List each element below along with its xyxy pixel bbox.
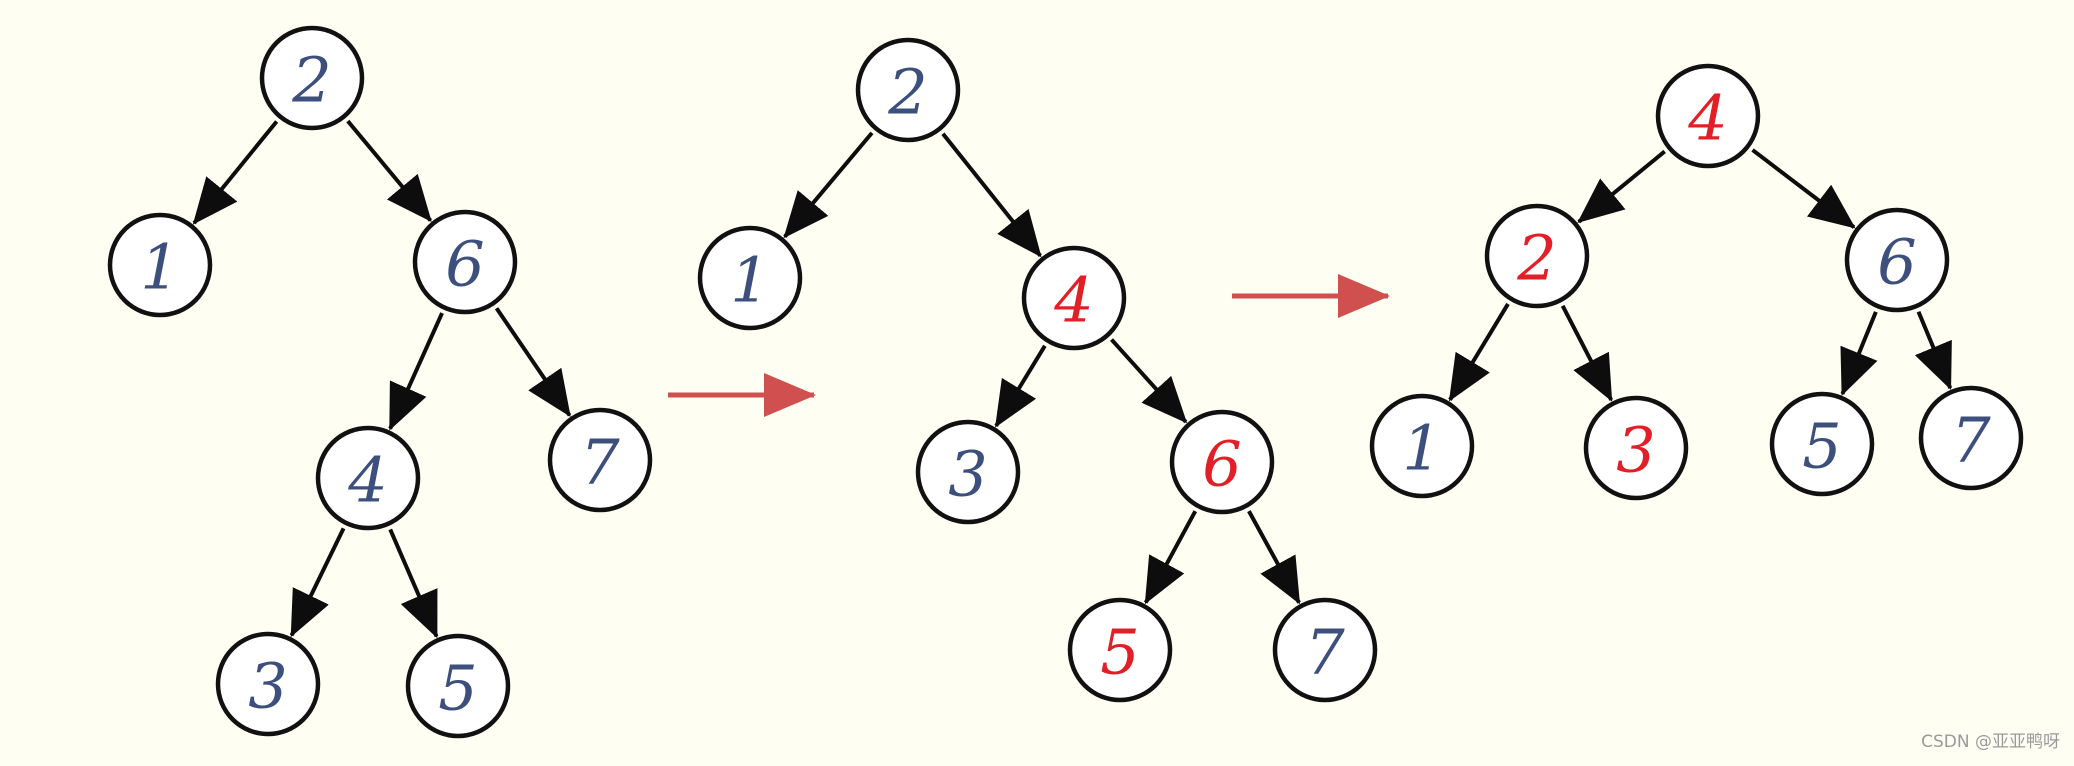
tree-2-edge-b4-b3 bbox=[994, 344, 1047, 428]
node-circle bbox=[412, 209, 518, 315]
tree-2-edge-b2-b1 bbox=[783, 131, 874, 239]
node-circle bbox=[1844, 207, 1950, 313]
node-label: 2 bbox=[1516, 222, 1556, 295]
tree-3-edge-c4-c2 bbox=[1577, 149, 1666, 224]
tree-3-edge-c6-c5 bbox=[1840, 311, 1878, 396]
tree-3-node-6: 6 bbox=[1844, 207, 1950, 313]
tree-1-node-4: 4 bbox=[315, 425, 421, 531]
tree-1-edge-a2-a1 bbox=[192, 120, 279, 225]
tree-3-node-1: 1 bbox=[1369, 393, 1475, 499]
tree-2-node-3: 3 bbox=[915, 419, 1021, 525]
tree-3-node-7: 7 bbox=[1918, 385, 2024, 491]
tree-3-node-2: 2 bbox=[1484, 203, 1590, 309]
tree-3-edge-c2-c3 bbox=[1560, 304, 1614, 402]
node-label: 3 bbox=[1616, 414, 1655, 487]
tree-1-edge-a6-a7 bbox=[494, 307, 572, 418]
tree-3-node-4: 4 bbox=[1655, 63, 1761, 169]
node-circle bbox=[107, 212, 213, 318]
tree-3-node-5: 5 bbox=[1769, 391, 1875, 497]
tree-2-edge-b2-b4 bbox=[941, 132, 1042, 258]
node-circle bbox=[1484, 203, 1590, 309]
node-circle bbox=[405, 633, 511, 739]
tree-1-node-6: 6 bbox=[412, 209, 518, 315]
node-circle bbox=[1769, 391, 1875, 497]
tree-2-edge-b4-b6 bbox=[1110, 338, 1188, 424]
tree-1-edge-a4-a3 bbox=[289, 527, 346, 638]
node-circle bbox=[215, 631, 321, 737]
node-label: 3 bbox=[248, 650, 287, 723]
node-label: 6 bbox=[1202, 428, 1241, 501]
tree-2-node-6: 6 bbox=[1169, 409, 1275, 515]
node-label: 4 bbox=[347, 444, 387, 517]
tree-1-edge-a2-a6 bbox=[346, 119, 433, 223]
node-label: 3 bbox=[948, 438, 987, 511]
node-label: 5 bbox=[438, 652, 477, 725]
node-circle bbox=[1583, 395, 1689, 501]
node-circle bbox=[547, 407, 653, 513]
node-circle bbox=[259, 25, 365, 131]
tree-1-edge-a6-a4 bbox=[388, 312, 444, 431]
tree-1-node-2: 2 bbox=[259, 25, 365, 131]
tree-3-edge-c6-c7 bbox=[1914, 310, 1953, 390]
tree-2-node-1: 1 bbox=[697, 225, 803, 331]
tree-3-edge-c4-c6 bbox=[1751, 148, 1856, 229]
node-label: 5 bbox=[1802, 410, 1841, 483]
tree-2-node-7: 7 bbox=[1272, 597, 1378, 703]
tree-1-edge-a4-a5 bbox=[388, 528, 439, 639]
node-label: 5 bbox=[1100, 616, 1139, 689]
node-circle bbox=[1918, 385, 2024, 491]
node-label: 2 bbox=[291, 44, 331, 117]
node-circle bbox=[1369, 393, 1475, 499]
node-label: 7 bbox=[1305, 616, 1345, 689]
node-label: 6 bbox=[1877, 226, 1916, 299]
tree-1-node-3: 3 bbox=[215, 631, 321, 737]
node-label: 7 bbox=[580, 426, 620, 499]
watermark: CSDN @亚亚鸭呀 bbox=[1921, 732, 2060, 752]
node-circle bbox=[1655, 63, 1761, 169]
node-circle bbox=[1272, 597, 1378, 703]
tree-1-node-1: 1 bbox=[107, 212, 213, 318]
node-circle bbox=[855, 37, 961, 143]
tree-2-edge-b6-b5 bbox=[1143, 510, 1198, 605]
tree-2-edge-b6-b7 bbox=[1247, 510, 1301, 605]
node-label: 1 bbox=[730, 244, 769, 317]
node-label: 1 bbox=[140, 231, 179, 304]
node-label: 4 bbox=[1053, 264, 1093, 337]
node-circle bbox=[1169, 409, 1275, 515]
node-circle bbox=[915, 419, 1021, 525]
tree-2-node-4: 4 bbox=[1021, 245, 1127, 351]
tree-3-edge-c2-c1 bbox=[1448, 302, 1510, 402]
tree-3-node-3: 3 bbox=[1583, 395, 1689, 501]
tree-1-node-5: 5 bbox=[405, 633, 511, 739]
node-circle bbox=[1021, 245, 1127, 351]
tree-2-node-5: 5 bbox=[1067, 597, 1173, 703]
node-label: 1 bbox=[1402, 412, 1441, 485]
node-label: 7 bbox=[1951, 404, 1991, 477]
node-label: 2 bbox=[887, 56, 927, 129]
node-circle bbox=[1067, 597, 1173, 703]
node-circle bbox=[315, 425, 421, 531]
tree-1-node-7: 7 bbox=[547, 407, 653, 513]
node-label: 4 bbox=[1687, 82, 1727, 155]
node-label: 6 bbox=[445, 228, 484, 301]
tree-2-node-2: 2 bbox=[855, 37, 961, 143]
node-circle bbox=[697, 225, 803, 331]
